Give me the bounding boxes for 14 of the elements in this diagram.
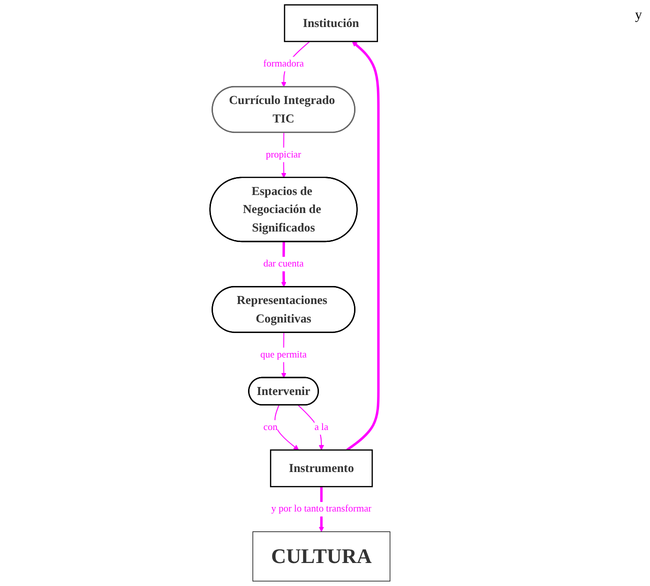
note-text: y [635,8,642,24]
edge-label: propiciar [266,149,302,160]
node-box: Instrumento [270,449,373,488]
edge-label: con [263,422,278,432]
arrow [298,404,324,450]
edge-label: y por lo tanto transformar [271,504,372,514]
node-box: Institución [284,4,378,42]
node-box: CULTURA [252,531,390,582]
edge-label: que permita [260,349,307,360]
arrow [346,41,380,452]
edge-label: a la [314,422,328,432]
edge-label: dar cuenta [263,258,304,269]
arrow [274,404,299,450]
edge-label: formadora [263,58,304,69]
